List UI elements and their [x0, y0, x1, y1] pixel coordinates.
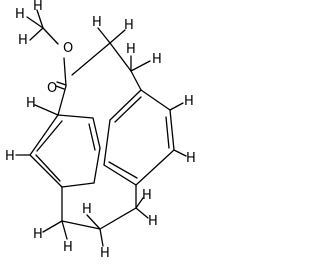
bond — [165, 116, 170, 149]
bond — [88, 123, 96, 151]
bond — [92, 117, 101, 149]
atom-label-h: H — [18, 33, 28, 48]
bond — [140, 89, 171, 111]
bond — [109, 42, 132, 72]
bond — [61, 220, 68, 240]
bond — [135, 197, 144, 209]
bond — [42, 27, 59, 45]
bond — [63, 57, 67, 87]
atom-label-h: H — [124, 18, 134, 33]
bond — [103, 119, 111, 166]
atom-label-o: O — [63, 41, 73, 56]
bond — [99, 228, 104, 247]
bond — [42, 220, 63, 233]
bond — [93, 147, 101, 184]
bond — [61, 182, 95, 188]
bond — [55, 85, 65, 90]
atom-label-h: H — [33, 227, 43, 242]
bond — [97, 27, 111, 44]
atom-label-h: H — [126, 42, 136, 57]
bond — [108, 161, 138, 179]
bond — [26, 16, 44, 29]
atom-label-h: H — [82, 202, 92, 217]
atom-label-h: H — [152, 52, 162, 67]
bond — [135, 207, 149, 219]
bond — [29, 114, 59, 156]
bond — [114, 96, 142, 123]
atom-label-h: H — [63, 240, 73, 255]
atom-label-h: H — [142, 188, 152, 203]
bond — [109, 29, 126, 44]
atom-label-o: O — [47, 81, 57, 96]
bond — [169, 102, 184, 111]
bond — [36, 120, 63, 152]
atom-label-h: H — [100, 246, 110, 261]
bond — [71, 42, 111, 76]
bond — [36, 9, 44, 29]
bond — [99, 207, 137, 230]
atom-labels: O O H H H H H H H H H H H H H H H H H — [5, 0, 196, 261]
bond — [173, 149, 187, 157]
bond — [86, 214, 101, 230]
atom-label-h: H — [5, 149, 15, 164]
bond — [109, 89, 142, 121]
atom-label-h: H — [26, 96, 36, 111]
bond-lines — [15, 9, 187, 247]
bond — [35, 154, 61, 182]
bond — [57, 114, 94, 119]
atom-label-h: H — [148, 214, 158, 229]
atom-label-h: H — [186, 151, 196, 166]
molecule-svg: O O H H H H H H H H H H H H H H H H H — [5, 0, 196, 261]
atom-label-h: H — [92, 15, 102, 30]
structure-diagram: O O H H H H H H H H H H H H H H H H H — [5, 0, 196, 261]
atom-label-h: H — [33, 0, 43, 14]
bond — [135, 149, 175, 186]
bond — [130, 60, 151, 72]
bond — [29, 154, 63, 188]
bond — [57, 85, 67, 116]
bond — [56, 81, 67, 86]
bond — [103, 164, 137, 186]
bond — [34, 104, 59, 116]
bond — [169, 109, 175, 151]
bond — [29, 27, 44, 41]
bond — [130, 70, 142, 91]
atom-label-h: H — [184, 94, 194, 109]
atom-label-h: H — [15, 7, 25, 22]
bond — [61, 220, 101, 230]
